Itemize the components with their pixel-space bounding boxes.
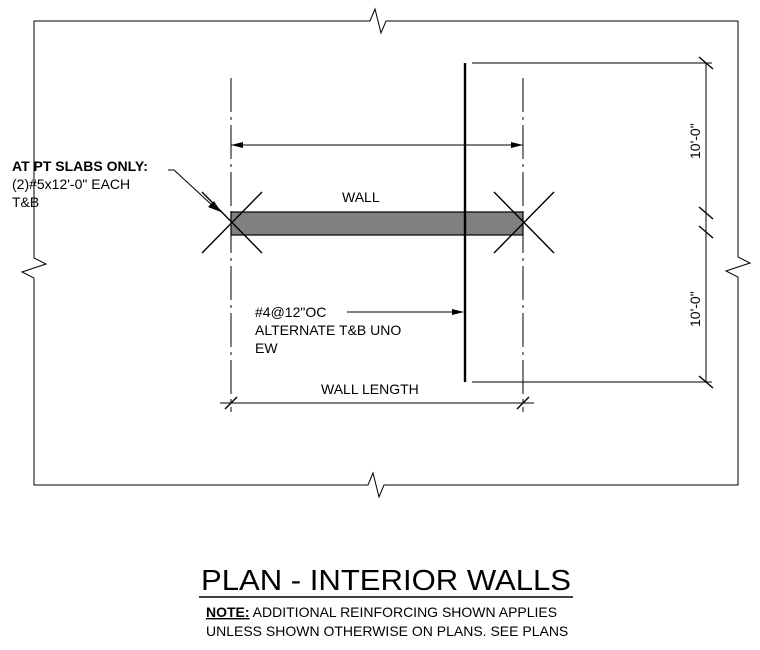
right-vertical-dimension <box>698 56 714 389</box>
wall-length-dimension <box>220 396 534 410</box>
note-text-1: ADDITIONAL REINFORCING SHOWN APPLIES <box>250 604 558 620</box>
rebar-leader <box>347 309 464 315</box>
rebar-label-line-2: ALTERNATE T&B UNO <box>255 322 401 338</box>
pt-slabs-line-1: (2)#5x12'-0" EACH <box>12 176 130 192</box>
top-dimension <box>231 142 523 148</box>
pt-slabs-heading: AT PT SLABS ONLY: <box>12 158 148 174</box>
wall-plan <box>230 211 524 236</box>
pt-slabs-leader <box>168 169 221 212</box>
wall-length-label: WALL LENGTH <box>321 381 419 397</box>
dim-lower-label: 10'-0" <box>687 291 703 327</box>
rebar-label-line-3: EW <box>255 340 278 356</box>
note-line-2: UNLESS SHOWN OTHERWISE ON PLANS. SEE PLA… <box>206 623 568 639</box>
wall-end-bar-mark-right <box>493 191 555 254</box>
plan-title: PLAN - INTERIOR WALLS <box>201 565 571 597</box>
rebar-label-line-1: #4@12"OC <box>255 304 326 320</box>
pt-slabs-line-2: T&B <box>12 194 39 210</box>
wall-label: WALL <box>342 189 380 205</box>
note-line-1: NOTE: ADDITIONAL REINFORCING SHOWN APPLI… <box>206 604 557 620</box>
wall-end-bar-mark-left <box>201 191 263 254</box>
dim-upper-label: 10'-0" <box>687 123 703 159</box>
note-label: NOTE: <box>206 604 250 620</box>
slab-boundary <box>20 7 752 499</box>
